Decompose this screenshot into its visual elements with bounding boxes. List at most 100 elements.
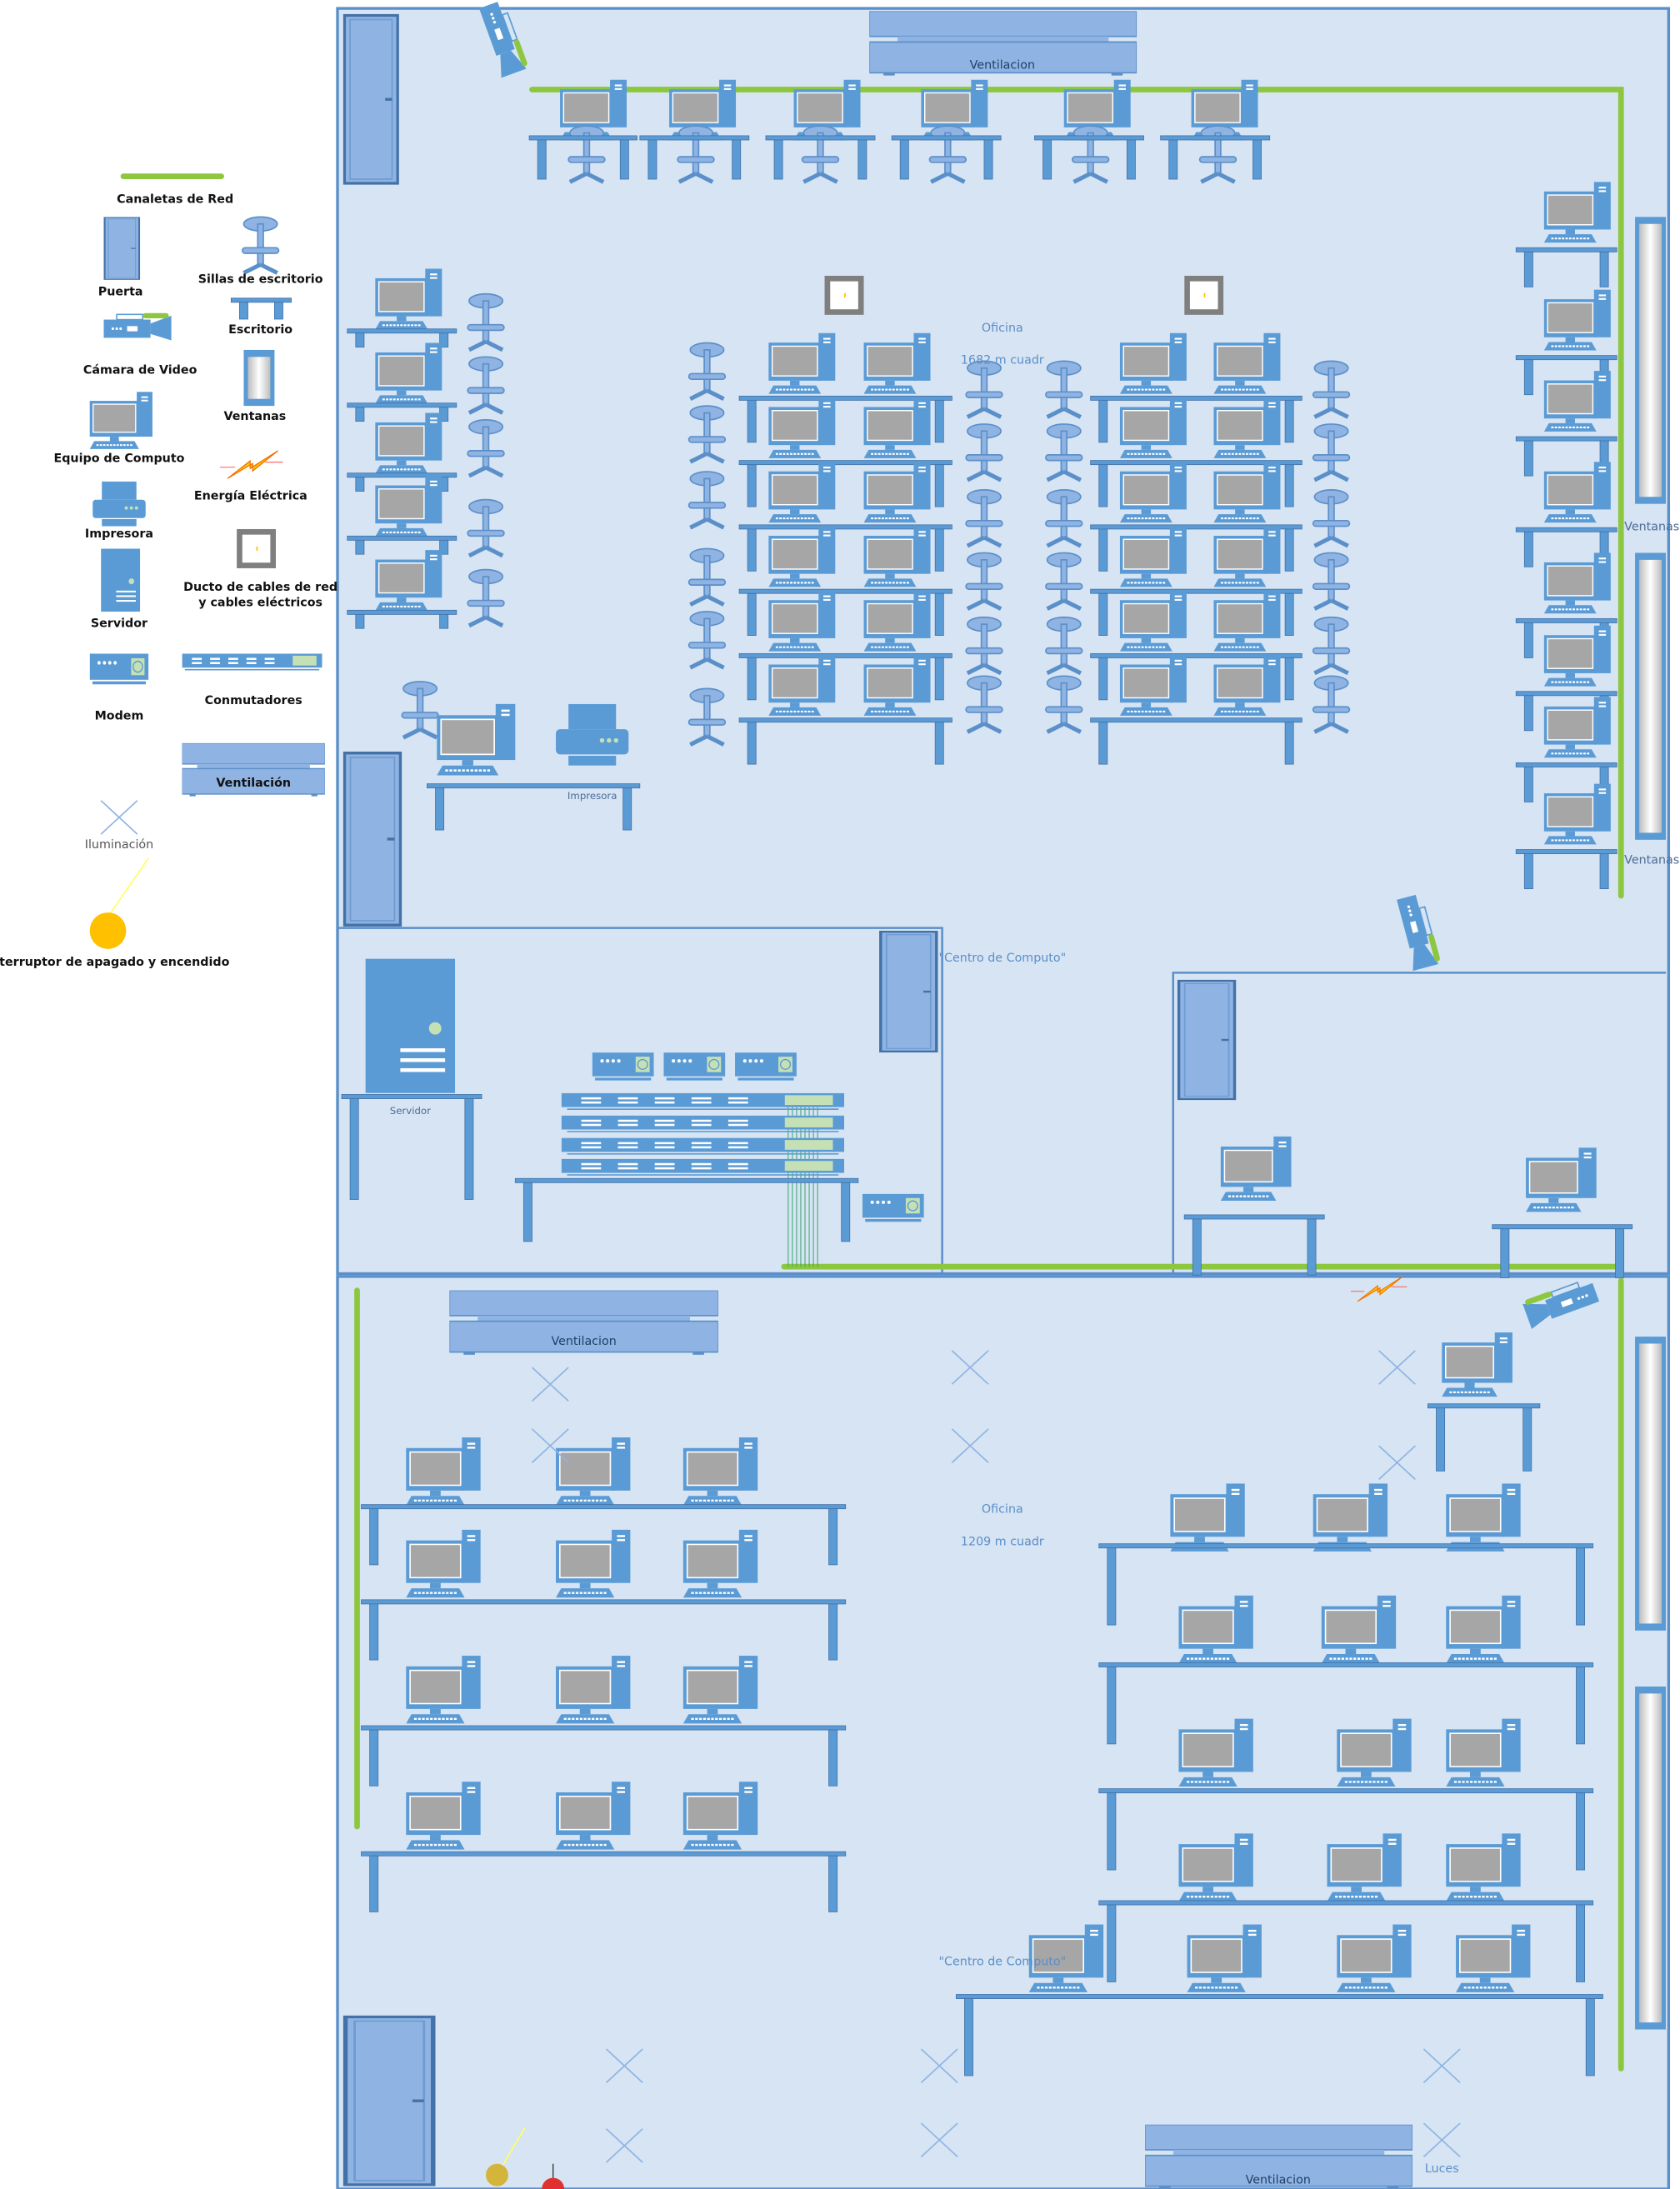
desk-leg xyxy=(1098,528,1108,572)
desk-icon xyxy=(1183,1214,1325,1220)
desk-leg xyxy=(355,477,365,492)
desk-leg xyxy=(355,332,365,347)
desk-icon xyxy=(1098,1662,1594,1667)
desk-leg xyxy=(622,787,632,831)
legend-ventilation-label: Ventilación xyxy=(216,777,291,790)
desk-leg xyxy=(439,539,449,555)
desk-icon xyxy=(528,135,638,141)
light-switch-icon xyxy=(486,2163,508,2187)
legend-modem-label: Modem xyxy=(95,709,144,722)
desk-icon xyxy=(765,135,876,141)
ventilation-top-label: Ventilacion xyxy=(970,58,1035,72)
desk-leg xyxy=(435,787,445,831)
desk-icon xyxy=(347,535,458,541)
chair-icon xyxy=(242,217,279,272)
lower-computing-center-label: "Centro de Computo" xyxy=(938,1955,1066,1968)
printer-label: Impresora xyxy=(568,790,618,802)
desk-leg xyxy=(1436,1407,1446,1472)
desk-leg xyxy=(1284,592,1294,636)
desk-leg xyxy=(464,1098,474,1200)
lower-office-name: Oficina xyxy=(982,1503,1023,1517)
legend-camera-label: Cámara de Video xyxy=(83,363,198,377)
desk-leg xyxy=(1523,359,1533,396)
legend-duct-label-1: Ducto de cables de red xyxy=(183,581,338,594)
desk-icon xyxy=(1090,588,1302,594)
desk-icon xyxy=(1515,849,1618,855)
small-room-wall xyxy=(1172,972,1667,1274)
desk-leg xyxy=(828,1855,838,1912)
cable-duct-icon xyxy=(824,275,864,315)
desk-leg xyxy=(1576,1667,1586,1745)
desk-leg xyxy=(537,139,547,180)
desk-leg xyxy=(273,302,283,320)
desk-leg xyxy=(1599,853,1609,890)
desk-icon xyxy=(738,524,952,530)
desk-leg xyxy=(1585,1998,1595,2077)
switch-wire xyxy=(107,857,149,917)
legend-camera-icon xyxy=(102,312,172,342)
desk-leg xyxy=(369,1729,379,1787)
legend-energy-label: Energía Eléctrica xyxy=(194,490,308,503)
door-icon xyxy=(879,930,938,1053)
desk-leg xyxy=(747,592,757,636)
desk-leg xyxy=(369,1855,379,1912)
legend-printer-icon xyxy=(92,481,146,527)
legend-server-icon xyxy=(101,548,141,612)
modem-icon xyxy=(663,1052,726,1081)
desk-leg xyxy=(1523,251,1533,287)
desk-icon xyxy=(361,1725,847,1731)
desk-leg xyxy=(747,399,757,443)
desk-leg xyxy=(1126,139,1136,180)
desk-icon xyxy=(1090,395,1302,401)
desk-icon xyxy=(891,135,1002,141)
desk-leg xyxy=(1523,767,1533,802)
desk-leg xyxy=(355,539,365,555)
legend-switches-label: Conmutadores xyxy=(205,694,302,707)
desk-leg xyxy=(1523,440,1533,477)
desk-leg xyxy=(858,139,868,180)
desk-leg xyxy=(934,592,944,636)
desk-leg xyxy=(619,139,629,180)
desk-leg xyxy=(1098,464,1108,507)
desk-leg xyxy=(1098,399,1108,443)
desk-icon xyxy=(230,297,292,303)
upper-computing-center-label: "Centro de Computo" xyxy=(938,952,1066,965)
desk-leg xyxy=(522,1182,532,1242)
desk-leg xyxy=(1042,139,1052,180)
desk-icon xyxy=(1090,717,1302,723)
desk-icon xyxy=(1098,1543,1594,1549)
legend-modem-icon xyxy=(89,653,149,685)
desk-icon xyxy=(427,783,641,789)
server-label: Servidor xyxy=(390,1105,431,1117)
desk-leg xyxy=(747,722,757,765)
desk-leg xyxy=(369,1508,379,1566)
legend-desk-label: Escritorio xyxy=(228,323,292,337)
desk-icon xyxy=(738,652,952,658)
desk-leg xyxy=(1098,657,1108,701)
desk-leg xyxy=(964,1998,973,2077)
desk-icon xyxy=(347,472,458,478)
desk-leg xyxy=(747,464,757,507)
desk-leg xyxy=(841,1182,851,1242)
desk-leg xyxy=(1284,464,1294,507)
desk-icon xyxy=(1034,135,1144,141)
network-cable-channel xyxy=(529,87,1624,899)
desk-icon xyxy=(514,1177,859,1183)
server-icon xyxy=(365,958,456,1093)
desk-icon xyxy=(1515,762,1618,767)
desk-leg xyxy=(1576,1547,1586,1626)
desk-leg xyxy=(1098,722,1108,765)
desk-leg xyxy=(1192,1218,1202,1276)
desk-leg xyxy=(1576,1792,1586,1871)
plan-labels: Oficina 1682 m cuadr "Centro de Computo"… xyxy=(390,58,1679,2187)
desk-leg xyxy=(1523,695,1533,732)
desk-leg xyxy=(439,332,449,347)
windows-label-2: Ventanas xyxy=(1624,853,1679,867)
desk-leg xyxy=(1576,1904,1586,1982)
desk-icon xyxy=(1098,1788,1594,1794)
desk-icon xyxy=(1515,436,1618,442)
legend-duct-label-2: y cables eléctricos xyxy=(198,596,322,609)
desk-leg xyxy=(828,1729,838,1787)
desk-leg xyxy=(899,139,909,180)
desk-icon xyxy=(955,1994,1603,1999)
